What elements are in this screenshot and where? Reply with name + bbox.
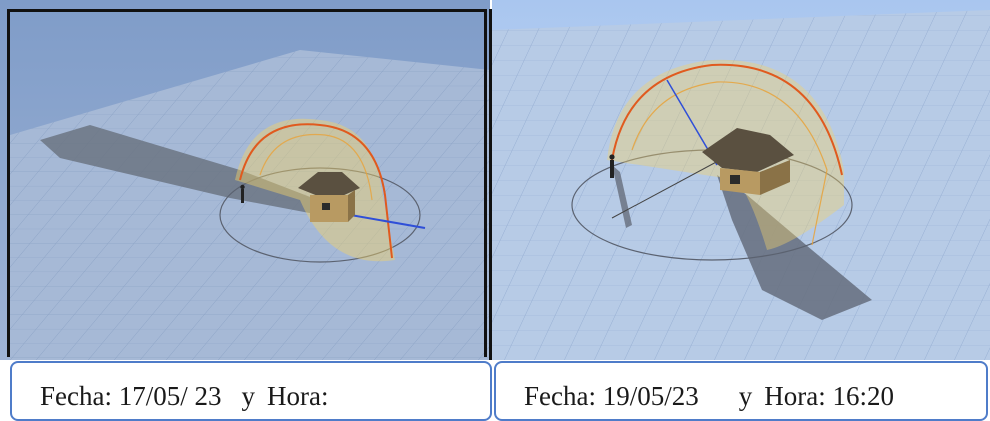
viewport-left[interactable] [0,0,490,360]
house-icon[interactable] [298,172,360,222]
hora-label: Hora: [266,381,329,411]
person-shadow [612,165,632,228]
hora-label: Hora: 16:20 [764,381,894,411]
sun-direction-line [611,159,721,219]
house-shadow [717,175,872,320]
fecha-label: Fecha: 19/05/23 [524,381,699,411]
sun-arc-secondary [631,81,828,246]
compass-ring [219,167,421,263]
caption-right: Fecha: 19/05/23 y Hora: 16:20 [494,361,988,421]
viewport-divider [489,9,492,360]
person-icon [609,154,615,178]
house-shadow [40,125,320,215]
viewport-right[interactable] [492,0,990,360]
sun-arc [611,63,843,176]
sun-arc-secondary [259,133,373,201]
person-icon [240,184,245,203]
sun-arc [239,123,393,259]
fecha-label: Fecha: 17/05/ 23 [40,381,222,411]
caption-left: Fecha: 17/05/ 23 y Hora: [10,361,492,421]
ground-grid [10,50,490,360]
y-label: y [738,381,753,411]
house-icon[interactable] [702,128,794,195]
y-label: y [241,381,255,411]
